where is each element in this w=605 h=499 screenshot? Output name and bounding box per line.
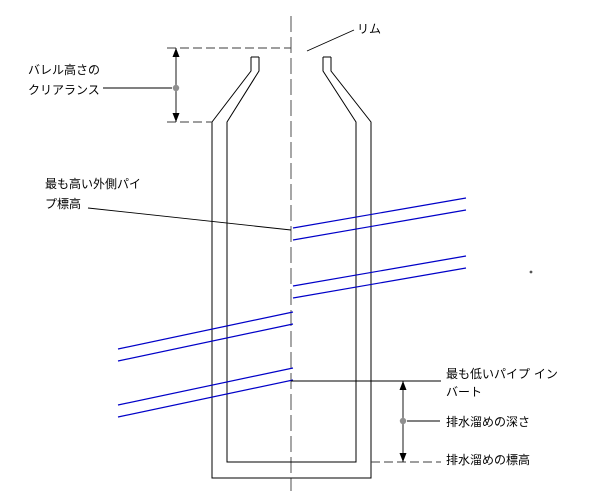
highest-pipe-leader-line [87,207,292,231]
structure-inner-wall [226,57,357,463]
arrow-up-icon [399,381,407,390]
labels-group: リム バレル高さの クリアランス 最も高い外側パイ プ標高 最も低いパイプ イン… [28,22,558,467]
rim-leader-line [306,29,355,52]
sump-elevation-label: 排水溜めの標高 [446,452,530,467]
barrel-clearance-label-line2: クリアランス [28,83,100,97]
arrow-up-icon [172,48,180,57]
structure-outer-wall [211,57,372,479]
pipe-lower-left-1 [117,311,294,362]
lowest-pipe-invert-label-line2: バート [446,385,482,399]
manhole-structure [211,56,372,479]
barrel-clearance-dimension [103,47,291,123]
sump-depth-marker-dot [399,417,407,425]
pipe-upper-right-2 [292,255,467,299]
sump-depth-dimension [291,380,441,463]
highest-pipe-label-line2: プ標高 [45,196,81,211]
stray-dot [529,270,533,274]
barrel-clearance-label-line1: バレル高さの [28,62,100,77]
leader-lines [87,29,355,231]
arrow-down-icon [399,453,407,462]
highest-pipe-label-line1: 最も高い外側パイ [45,176,141,191]
arrow-down-icon [172,113,180,122]
pipes-group [117,197,467,418]
rim-label: リム [357,22,381,36]
clearance-marker-dot [172,84,180,92]
pipe-lower-left-2 [117,367,294,418]
lowest-pipe-invert-label-line1: 最も低いパイプ イン [446,367,558,381]
sump-depth-label: 排水溜めの深さ [446,414,530,429]
pipe-upper-right-1 [292,197,467,241]
